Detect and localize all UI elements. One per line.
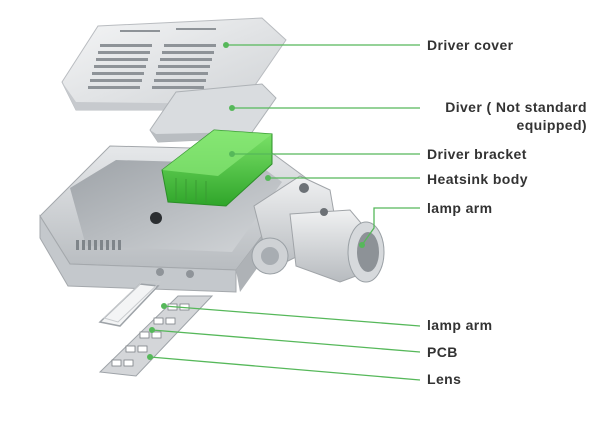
label-driver-bracket: Driver bracket (427, 146, 527, 162)
lamp-arm-part (251, 175, 385, 283)
label-heatsink-body: Heatsink body (427, 171, 528, 187)
leader-pcb (151, 329, 421, 353)
label-lamp-arm-top: lamp arm (427, 200, 493, 216)
leader-lamp-arm-bottom (163, 305, 421, 327)
label-driver-cover: Driver cover (427, 37, 514, 53)
leader-lines (149, 44, 421, 381)
label-driver-line1: Diver ( Not standard (445, 99, 587, 115)
lens-strip-part (98, 281, 162, 327)
driver-bracket-part (161, 129, 273, 207)
label-pcb: PCB (427, 344, 458, 360)
leader-lens (149, 356, 421, 381)
label-lens: Lens (427, 371, 462, 387)
leader-dots (147, 42, 365, 360)
label-lamp-arm-bottom: lamp arm (427, 317, 493, 333)
label-driver-line2: equipped) (516, 117, 587, 133)
leader-lamp-arm-top (361, 207, 420, 246)
